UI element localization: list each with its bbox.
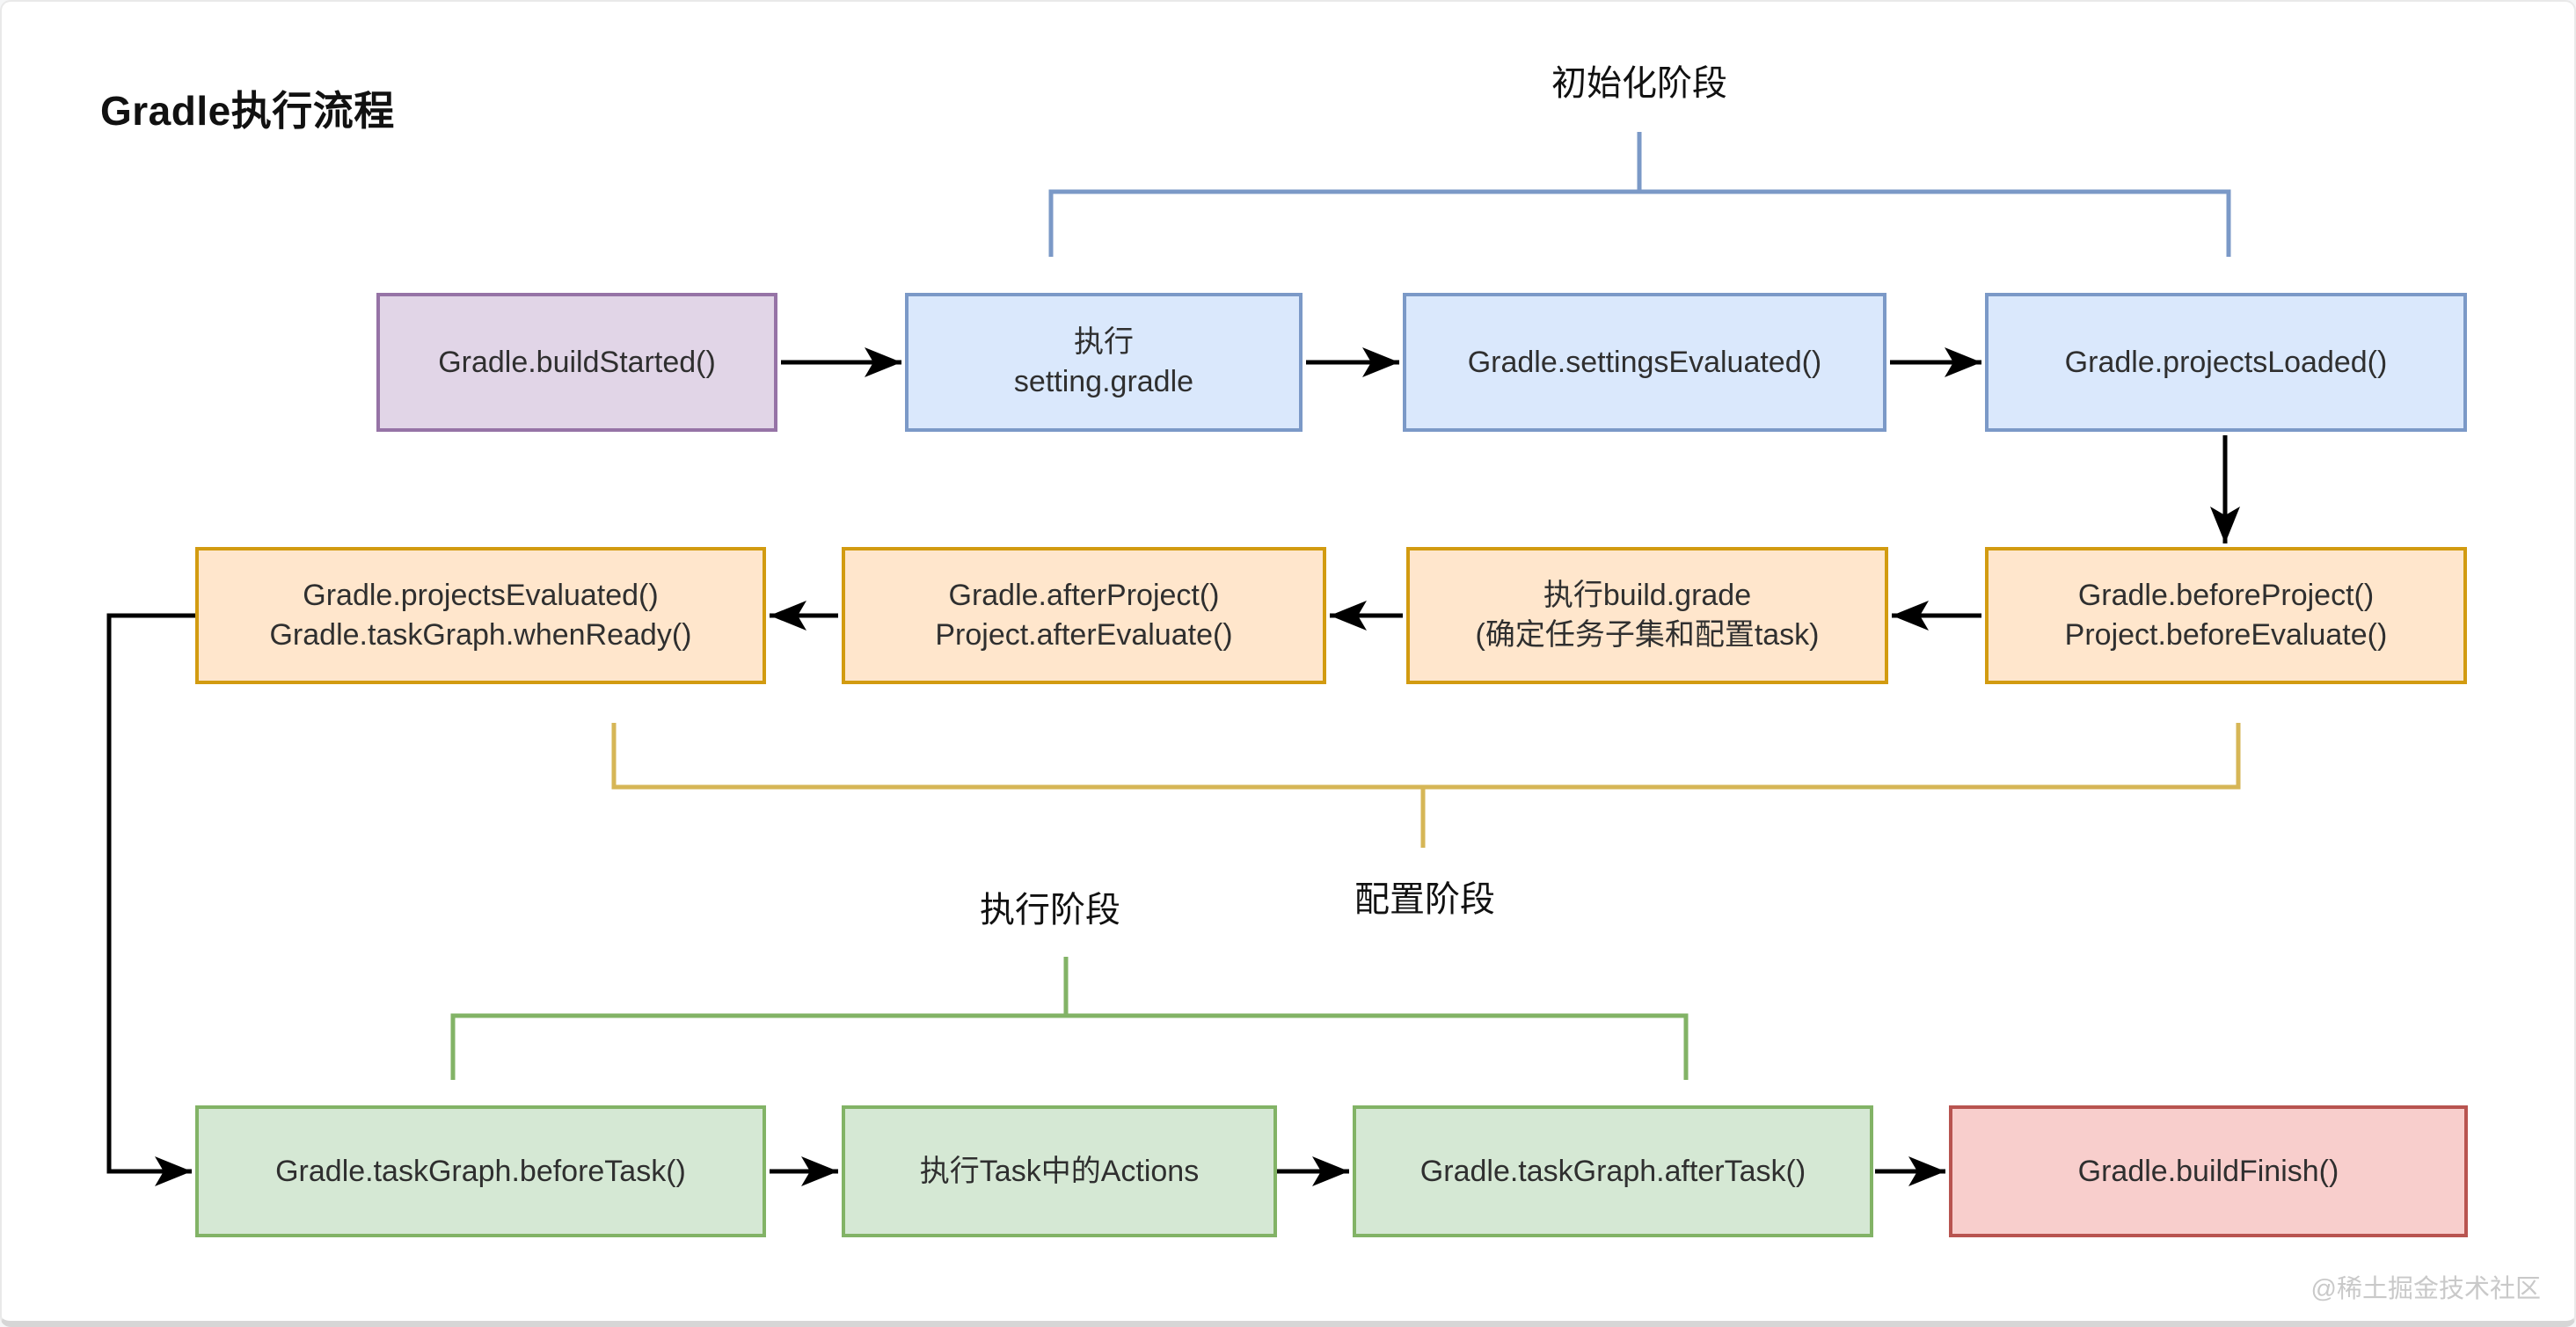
node-settings-evaluated: Gradle.settingsEvaluated() [1403,293,1886,432]
node-label: Gradle.taskGraph.beforeTask() [275,1154,686,1188]
node-label: Gradle.buildFinish() [2077,1154,2339,1188]
node-label: 执行Task中的Actions [919,1154,1200,1188]
node-label: (确定任务子集和配置task) [1475,618,1820,652]
init-phase-bracket [1048,132,2231,257]
node-label: Gradle.buildStarted() [438,345,716,379]
node-run-task-actions: 执行Task中的Actions [842,1105,1277,1237]
node-label: Gradle.taskGraph.afterTask() [1419,1154,1806,1188]
page-title: Gradle执行流程 [100,88,395,134]
exec-phase-bracket [450,957,1689,1080]
node-label: 执行 [1074,325,1134,359]
node-label: Gradle.afterProject() [948,579,1220,612]
node-label: Gradle.taskGraph.whenReady() [269,618,692,652]
node-projects-evaluated: Gradle.projectsEvaluated() Gradle.taskGr… [195,547,766,684]
node-before-task: Gradle.taskGraph.beforeTask() [195,1105,766,1237]
node-before-project: Gradle.beforeProject() Project.beforeEva… [1985,547,2467,684]
phase-label-init: 初始化阶段 [1551,64,1727,103]
node-label: setting.gradle [1013,365,1194,398]
node-label: Gradle.settingsEvaluated() [1467,345,1822,379]
node-label: Project.beforeEvaluate() [2064,618,2388,652]
node-projects-loaded: Gradle.projectsLoaded() [1985,293,2467,432]
node-label: Gradle.projectsEvaluated() [303,579,659,612]
arrow-projectsEvaluated-to-beforeTask-loop [106,613,195,1186]
node-after-project: Gradle.afterProject() Project.afterEvalu… [842,547,1326,684]
watermark: @稀土掘金技术社区 [2310,1275,2541,1303]
node-label: Gradle.beforeProject() [2077,579,2375,612]
node-after-task: Gradle.taskGraph.afterTask() [1353,1105,1873,1237]
phase-label-exec: 执行阶段 [980,891,1120,930]
node-label: Project.afterEvaluate() [935,618,1233,652]
node-label: 执行build.grade [1543,579,1752,612]
node-run-setting-gradle: 执行 setting.gradle [905,293,1303,432]
node-run-build-gradle: 执行build.grade (确定任务子集和配置task) [1406,547,1888,684]
config-phase-bracket [611,723,2241,848]
node-label: Gradle.projectsLoaded() [2064,345,2388,379]
node-build-finish: Gradle.buildFinish() [1949,1105,2468,1237]
node-build-started: Gradle.buildStarted() [376,293,777,432]
flow-arrows [106,347,2240,1186]
phase-label-config: 配置阶段 [1354,880,1495,919]
